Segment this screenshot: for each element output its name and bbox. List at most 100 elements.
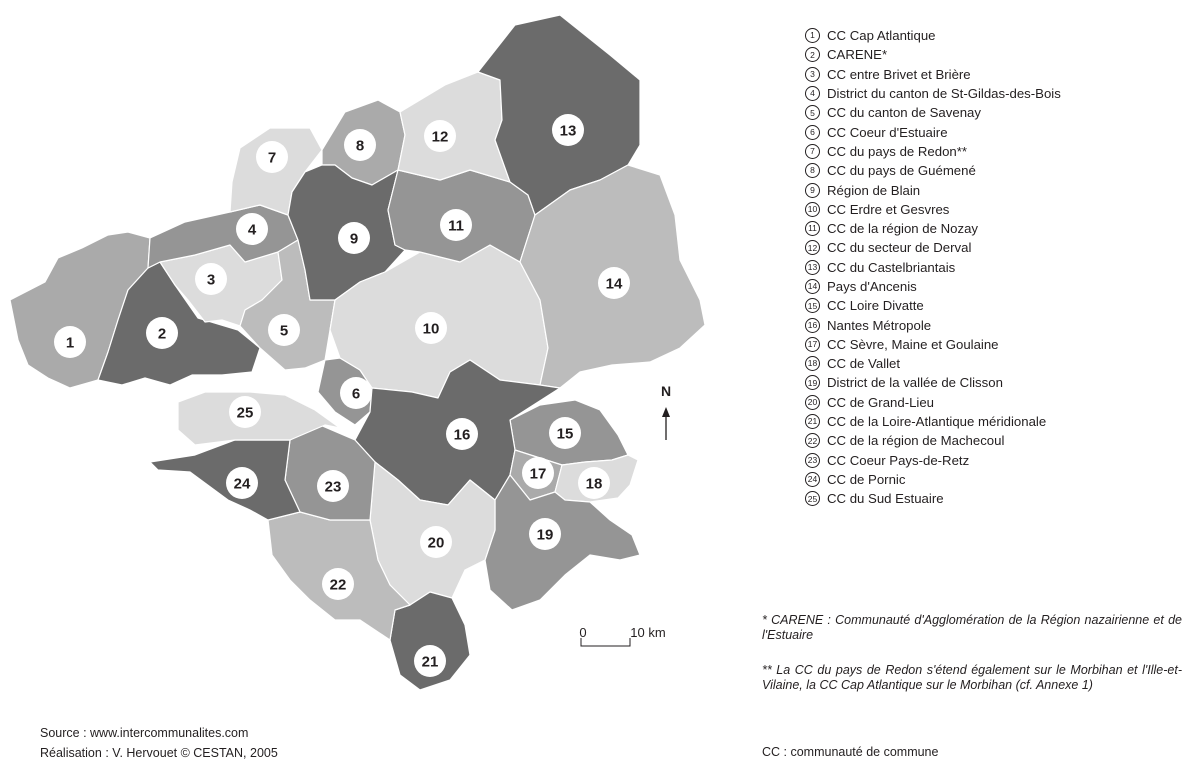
svg-text:16: 16 [454, 427, 471, 444]
legend-number: 24 [805, 471, 820, 487]
legend-number: 8 [805, 163, 820, 179]
badge-7: 7 [256, 141, 288, 173]
legend-number: 12 [805, 240, 820, 256]
svg-text:25: 25 [237, 405, 254, 422]
legend-label: CC du Castelbriantais [827, 259, 956, 275]
legend-label: Région de Blain [827, 182, 921, 198]
legend-item-16: 16 Nantes Métropole [805, 315, 1185, 334]
legend-label: CC Coeur d'Estuaire [827, 124, 948, 140]
svg-text:7: 7 [268, 150, 276, 167]
legend-item-11: 11 CC de la région de Nozay [805, 219, 1185, 238]
legend-item-15: 15 CC Loire Divatte [805, 296, 1185, 315]
legend-number: 18 [805, 356, 820, 372]
legend-label: District du canton de St-Gildas-des-Bois [827, 86, 1061, 102]
badge-17: 17 [522, 457, 554, 489]
legend-number: 14 [805, 279, 820, 294]
badge-11: 11 [440, 209, 472, 241]
region-24 [149, 439, 301, 521]
svg-text:20: 20 [428, 535, 445, 552]
badge-13: 13 [552, 114, 584, 146]
badge-3: 3 [195, 263, 227, 295]
badge-12: 12 [424, 120, 456, 152]
svg-text:1: 1 [66, 335, 74, 352]
north-label: N [661, 383, 671, 399]
badge-20: 20 [420, 526, 452, 558]
badge-1: 1 [54, 326, 86, 358]
legend-number: 19 [805, 375, 820, 391]
svg-text:15: 15 [557, 426, 574, 443]
legend-number: 22 [805, 433, 820, 449]
svg-text:11: 11 [448, 218, 464, 235]
legend-label: CC de la région de Nozay [827, 221, 979, 237]
legend-number: 16 [805, 317, 820, 333]
svg-text:5: 5 [280, 323, 288, 340]
scale-bar [580, 638, 631, 647]
legend-number: 20 [805, 394, 820, 410]
svg-text:21: 21 [422, 654, 439, 671]
region-12 [397, 71, 511, 183]
svg-text:12: 12 [432, 129, 449, 146]
note-cc: CC : communauté de commune [762, 745, 939, 759]
legend-number: 13 [805, 259, 820, 275]
badge-6: 6 [340, 377, 372, 409]
legend-label: CC Coeur Pays-de-Retz [827, 452, 970, 468]
legend-number: 1 [805, 28, 820, 44]
note-redon: ** La CC du pays de Redon s'étend égalem… [762, 663, 1182, 692]
scale-end-label: 10 km [630, 625, 665, 640]
legend-label: CC Cap Atlantique [827, 28, 936, 44]
note-carene: * CARENE : Communauté d'Agglomération de… [762, 613, 1182, 642]
badge-21: 21 [414, 645, 446, 677]
badge-24: 24 [226, 467, 258, 499]
badge-23: 23 [317, 470, 349, 502]
legend-item-14: 14 Pays d'Ancenis [805, 277, 1185, 296]
badge-14: 14 [598, 267, 630, 299]
legend-label: CC Loire Divatte [827, 298, 924, 314]
scale-start-label: 0 [579, 625, 586, 640]
legend-label: Pays d'Ancenis [827, 279, 917, 294]
legend-label: CC de Pornic [827, 471, 906, 487]
badge-10: 10 [415, 312, 447, 344]
legend-number: 3 [805, 66, 820, 82]
badge-22: 22 [322, 568, 354, 600]
svg-text:23: 23 [325, 479, 342, 496]
badge-9: 9 [338, 222, 370, 254]
legend-label: CC du pays de Redon** [827, 143, 968, 159]
svg-text:24: 24 [234, 476, 251, 493]
svg-text:18: 18 [586, 476, 603, 493]
legend-label: CC entre Brivet et Brière [827, 66, 971, 82]
legend-label: Nantes Métropole [827, 317, 932, 333]
map: 1 2 3 4 5 6 7 8 9 10 11 12 13 14 15 16 1… [9, 14, 706, 691]
legend-label: CC du Sud Estuaire [827, 491, 944, 507]
svg-text:19: 19 [537, 527, 554, 544]
badge-8: 8 [344, 129, 376, 161]
svg-text:14: 14 [606, 276, 623, 293]
legend-label: CARENE* [827, 47, 888, 63]
legend-label: CC Erdre et Gesvres [827, 201, 950, 217]
legend-label: CC du canton de Savenay [827, 105, 981, 121]
legend-number: 11 [805, 221, 820, 237]
credit-text: Réalisation : V. Hervouet © CESTAN, 2005 [40, 746, 278, 760]
legend-item-1: 1 CC Cap Atlantique [805, 26, 1185, 45]
badge-2: 2 [146, 317, 178, 349]
svg-text:8: 8 [356, 138, 364, 155]
badge-5: 5 [268, 314, 300, 346]
north-arrowhead-icon [662, 407, 670, 417]
badge-15: 15 [549, 417, 581, 449]
badge-4: 4 [236, 213, 268, 245]
legend-label: CC de Vallet [827, 356, 901, 372]
svg-text:22: 22 [330, 577, 347, 594]
legend-number: 9 [805, 182, 820, 198]
svg-text:3: 3 [207, 272, 215, 289]
legend-number: 17 [805, 336, 820, 352]
legend-number: 15 [805, 298, 820, 314]
svg-text:6: 6 [352, 386, 360, 403]
